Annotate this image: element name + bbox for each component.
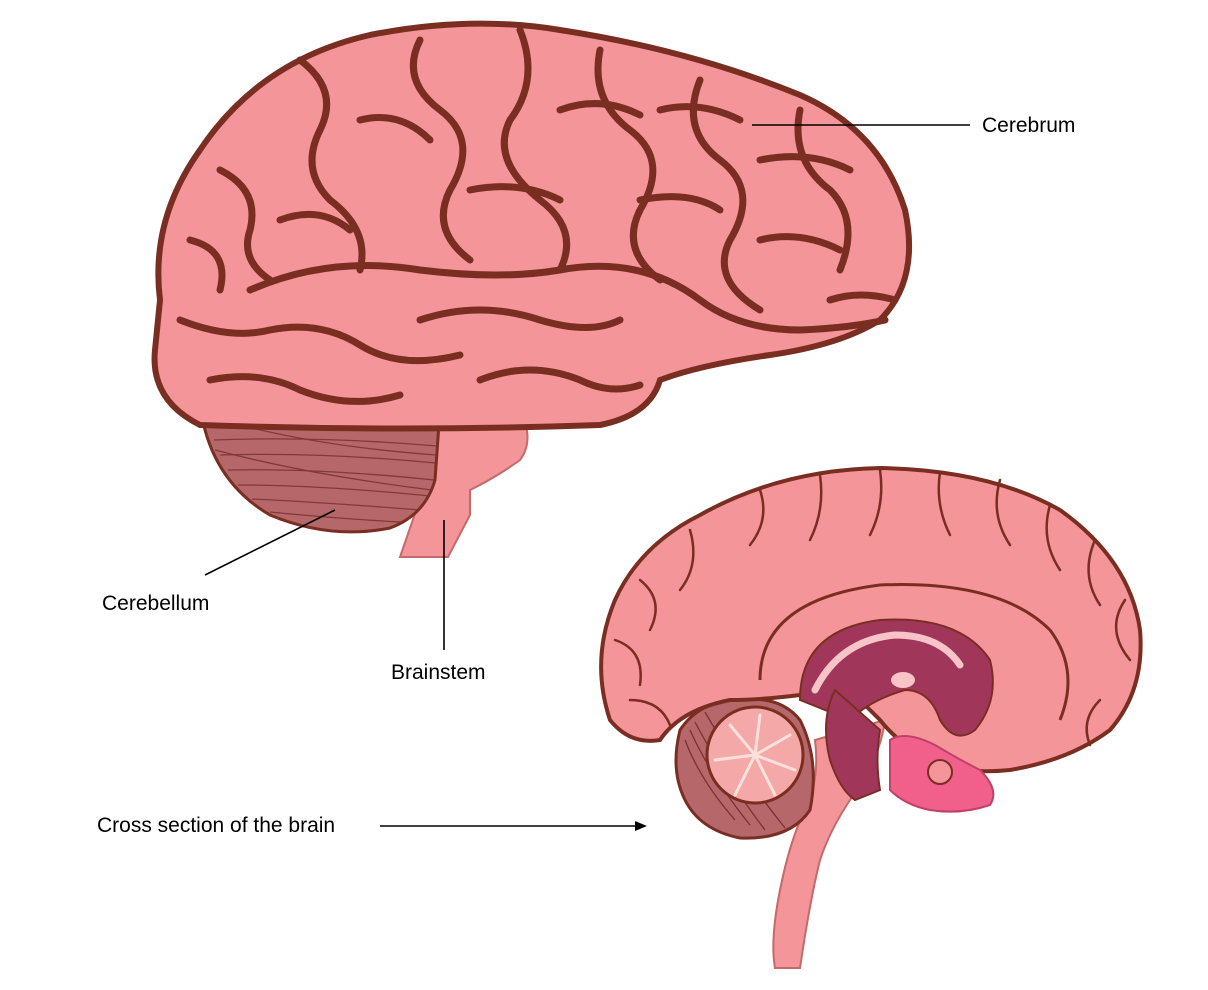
sagittal-sulci [613, 468, 1132, 747]
lateral-sulci [176, 26, 899, 405]
cerebellum-leader-line [204, 509, 336, 576]
brainstem-label: Brainstem [391, 661, 486, 684]
cerebrum-label: Cerebrum [982, 114, 1076, 137]
cerebellum-label: Cerebellum [102, 592, 210, 615]
cross-section-label: Cross section of the brain [97, 814, 336, 837]
sagittal-cerebellum [674, 697, 815, 840]
sagittal-interior [798, 618, 995, 813]
lateral-brain-view [151, 20, 913, 558]
lateral-cerebrum [151, 20, 913, 432]
sagittal-cortex [599, 465, 1143, 774]
sagittal-brain-view [599, 465, 1143, 969]
